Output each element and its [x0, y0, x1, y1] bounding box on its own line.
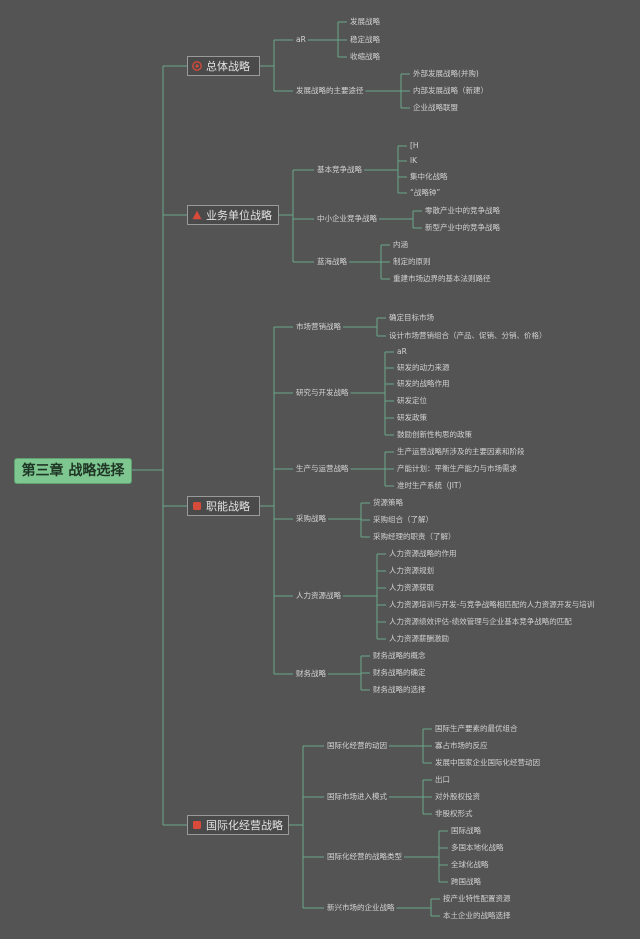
leaf-topic[interactable]: 研发的动力来源: [397, 363, 450, 372]
root-topic[interactable]: 第三章 战略选择: [14, 458, 132, 484]
leaf-topic[interactable]: 鼓励创新性构思的政策: [397, 430, 472, 439]
topic-0[interactable]: 总体战略: [187, 56, 260, 76]
subtopic[interactable]: 国际化经营的战略类型: [327, 852, 402, 861]
target-icon: [192, 58, 202, 71]
leaf-topic[interactable]: 货源策略: [373, 498, 403, 507]
leaf-topic[interactable]: 发展中国家企业国际化经营动因: [435, 758, 540, 767]
leaf-topic[interactable]: 外部发展战略(并购): [413, 69, 479, 78]
leaf-topic[interactable]: 新型产业中的竞争战略: [425, 223, 500, 232]
subtopic[interactable]: 研究与开发战略: [296, 388, 349, 397]
leaf-topic[interactable]: 人力资源培训与开发-与竞争战略相匹配的人力资源开发与培训: [389, 600, 595, 609]
leaf-topic[interactable]: 非股权形式: [435, 809, 473, 818]
subtopic[interactable]: 新兴市场的企业战略: [327, 903, 395, 912]
leaf-topic[interactable]: 跨国战略: [451, 877, 481, 886]
subtopic[interactable]: 生产与运营战略: [296, 464, 349, 473]
leaf-topic[interactable]: 零散产业中的竞争战略: [425, 206, 500, 215]
leaf-topic[interactable]: 本土企业的战略选择: [443, 911, 511, 920]
leaf-topic[interactable]: 内涵: [393, 240, 408, 249]
subtopic[interactable]: 国际市场进入模式: [327, 792, 387, 801]
leaf-topic[interactable]: [H: [410, 141, 419, 150]
warning-icon: [192, 207, 202, 220]
leaf-topic[interactable]: 财务战略的确定: [373, 668, 426, 677]
leaf-topic[interactable]: 寡占市场的反应: [435, 741, 488, 750]
subtopic[interactable]: 蓝海战略: [317, 257, 347, 266]
leaf-topic[interactable]: 设计市场营销组合（产品、促销、分销、价格）: [389, 331, 547, 340]
leaf-topic[interactable]: 国际生产要素的最优组合: [435, 724, 518, 733]
leaf-topic[interactable]: 企业战略联盟: [413, 103, 458, 112]
leaf-topic[interactable]: 采购组合（了解）: [373, 515, 433, 524]
leaf-topic[interactable]: 多国本地化战略: [451, 843, 504, 852]
subtopic[interactable]: 市场营销战略: [296, 322, 341, 331]
leaf-topic[interactable]: 人力资源规划: [389, 566, 434, 575]
subtopic[interactable]: 发展战略的主要途径: [296, 86, 364, 95]
topic-label: 总体战略: [206, 60, 250, 73]
leaf-topic[interactable]: 准时生产系统（JIT）: [397, 481, 467, 490]
topic-3[interactable]: 国际化经营战略: [187, 815, 289, 835]
leaf-topic[interactable]: 研发的战略作用: [397, 379, 450, 388]
subtopic[interactable]: 国际化经营的动因: [327, 741, 387, 750]
leaf-topic[interactable]: 制定的原则: [393, 257, 431, 266]
leaf-topic[interactable]: 财务战略的选择: [373, 685, 426, 694]
leaf-topic[interactable]: 对外股权投资: [435, 792, 480, 801]
leaf-topic[interactable]: 人力资源薪酬激励: [389, 634, 449, 643]
square-icon: [192, 498, 202, 510]
leaf-topic[interactable]: 生产运营战略所涉及的主要因素和阶段: [397, 447, 525, 456]
leaf-topic[interactable]: 全球化战略: [451, 860, 489, 869]
subtopic[interactable]: 基本竞争战略: [317, 165, 362, 174]
subtopic[interactable]: aR: [296, 35, 306, 44]
leaf-topic[interactable]: aR: [397, 347, 407, 356]
leaf-topic[interactable]: 财务战略的概念: [373, 651, 426, 660]
leaf-topic[interactable]: 产能计划：平衡生产能力与市场需求: [397, 464, 517, 473]
leaf-topic[interactable]: 国际战略: [451, 826, 481, 835]
topic-label: 国际化经营战略: [206, 819, 283, 832]
topic-2[interactable]: 职能战略: [187, 496, 260, 516]
leaf-topic[interactable]: 人力资源绩效评估-绩效管理与企业基本竞争战略的匹配: [389, 617, 572, 626]
subtopic[interactable]: 采购战略: [296, 514, 326, 523]
leaf-topic[interactable]: 确定目标市场: [389, 313, 434, 322]
leaf-topic[interactable]: 人力资源战略的作用: [389, 549, 457, 558]
leaf-topic[interactable]: 出口: [435, 775, 450, 784]
leaf-topic[interactable]: 收缩战略: [350, 52, 380, 61]
leaf-topic[interactable]: 研发定位: [397, 396, 427, 405]
leaf-topic[interactable]: 稳定战略: [350, 35, 380, 44]
leaf-topic[interactable]: lK: [410, 156, 418, 165]
leaf-topic[interactable]: 重建市场边界的基本法则路径: [393, 274, 491, 283]
topic-label: 业务单位战略: [206, 209, 272, 222]
leaf-topic[interactable]: 人力资源获取: [389, 583, 434, 592]
leaf-topic[interactable]: “战略钟”: [410, 188, 441, 197]
leaf-topic[interactable]: 采购经理的职责（了解）: [373, 532, 456, 541]
topic-label: 职能战略: [206, 500, 250, 513]
topic-1[interactable]: 业务单位战略: [187, 205, 279, 225]
leaf-topic[interactable]: 内部发展战略（新建）: [413, 86, 488, 95]
subtopic[interactable]: 人力资源战略: [296, 591, 341, 600]
leaf-topic[interactable]: 发展战略: [350, 17, 380, 26]
leaf-topic[interactable]: 研发政策: [397, 413, 427, 422]
leaf-topic[interactable]: 按产业特性配置资源: [443, 894, 511, 903]
square-icon: [192, 817, 202, 829]
subtopic[interactable]: 财务战略: [296, 669, 326, 678]
leaf-topic[interactable]: 集中化战略: [410, 172, 448, 181]
subtopic[interactable]: 中小企业竞争战略: [317, 214, 377, 223]
